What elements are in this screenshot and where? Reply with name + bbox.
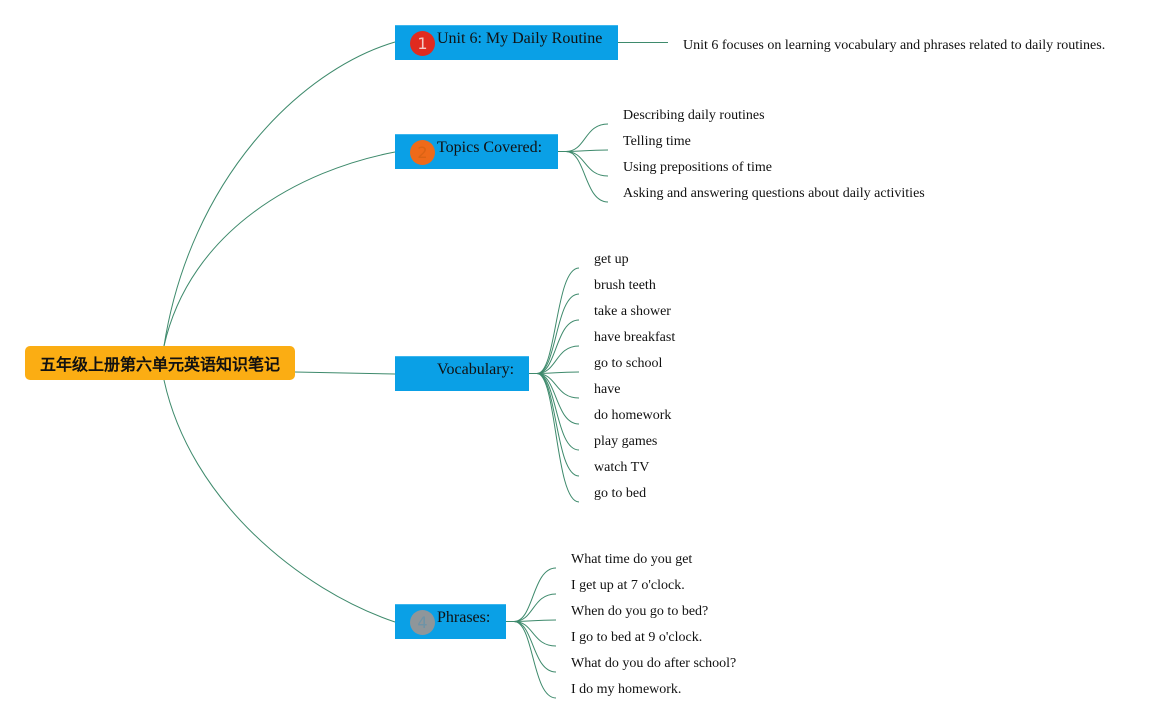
subtopic-item[interactable]: Describing daily routines: [623, 108, 765, 123]
root-topic-label: 五年级上册第六单元英语知识笔记: [39, 355, 280, 374]
connector-branch-3-item-3: [529, 345, 580, 374]
subtopic-item[interactable]: go to bed: [594, 486, 647, 501]
number-badge-icon: 2: [410, 140, 435, 165]
subtopic-item[interactable]: have breakfast: [594, 330, 676, 345]
subtopic-item[interactable]: I go to bed at 9 o'clock.: [571, 630, 703, 645]
subtopic-item[interactable]: watch TV: [594, 460, 650, 475]
connector-branch-2-item-3: [558, 151, 609, 203]
connector-branch-4-item-1: [506, 593, 557, 622]
connector-branch-3-item-6: [529, 373, 580, 425]
connector-root-branch-1: [163, 41, 396, 347]
branch-topic-label: Topics Covered:: [437, 139, 543, 156]
subtopic-item[interactable]: What time do you get: [571, 552, 693, 567]
subtopic-item[interactable]: play games: [594, 434, 658, 449]
subtopic-item[interactable]: I do my homework.: [571, 682, 682, 697]
connector-branch-3-item-5: [529, 373, 580, 399]
branch-topic-label: Unit 6: My Daily Routine: [437, 30, 603, 47]
connector-branch-2-item-2: [558, 151, 609, 177]
number-badge-icon: 4: [410, 610, 435, 635]
subtopic-item[interactable]: When do you go to bed?: [571, 604, 709, 619]
subtopic-item[interactable]: Asking and answering questions about dai…: [623, 186, 925, 201]
subtopic-item[interactable]: What do you do after school?: [571, 656, 737, 671]
subtopic-item[interactable]: get up: [594, 252, 629, 267]
root-topic[interactable]: 五年级上册第六单元英语知识笔记: [25, 346, 295, 380]
connector-branch-4-item-4: [506, 621, 557, 673]
connector-root-branch-4: [163, 379, 396, 623]
connector-branch-2-item-0: [558, 123, 609, 152]
connector-branch-3-item-1: [529, 293, 580, 374]
branch-topic-label: Phrases:: [437, 609, 491, 626]
number-badge-icon: 1: [410, 31, 435, 56]
subtopic-item[interactable]: Telling time: [623, 134, 691, 149]
subtopic-item[interactable]: Using prepositions of time: [623, 160, 772, 175]
subtopic-item[interactable]: I get up at 7 o'clock.: [571, 578, 685, 593]
subtopic-item[interactable]: go to school: [594, 356, 663, 371]
connector-branch-3-item-9: [529, 373, 580, 503]
connector-branch-4-item-3: [506, 621, 557, 647]
subtopic-item[interactable]: Unit 6 focuses on learning vocabulary an…: [683, 38, 1106, 53]
connector-branch-3-item-0: [529, 267, 580, 374]
subtopic-item[interactable]: brush teeth: [594, 278, 656, 293]
subtopic-item[interactable]: do homework: [594, 408, 672, 423]
connector-branch-4-item-5: [506, 621, 557, 699]
connector-root-branch-3: [294, 371, 396, 375]
subtopic-item[interactable]: have: [594, 382, 621, 397]
branch-topic-label: Vocabulary:: [437, 361, 515, 378]
connector-root-branch-2: [163, 151, 396, 347]
subtopic-item[interactable]: take a shower: [594, 304, 671, 319]
number-badge-icon: 3: [410, 362, 435, 387]
